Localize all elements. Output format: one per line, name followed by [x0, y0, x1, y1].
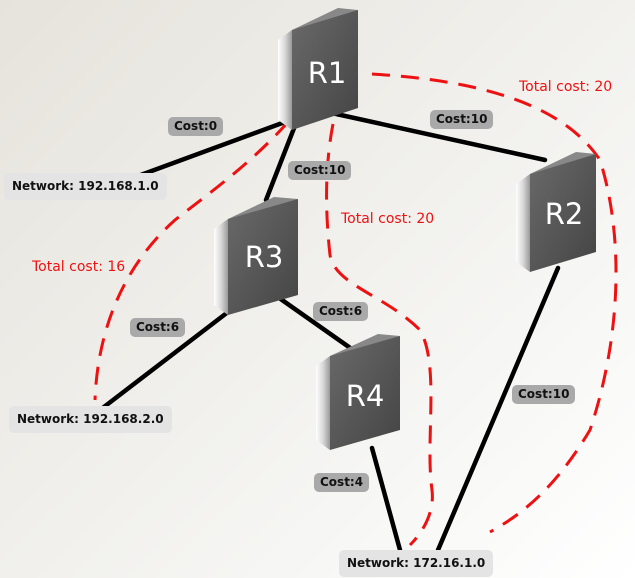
- link-r1-net1: [135, 119, 288, 179]
- router-r1: R1: [278, 8, 358, 130]
- total-cost-to-net2: Total cost: 16: [32, 259, 126, 275]
- cost-label-r4-net3: Cost:4: [314, 473, 370, 492]
- total-cost-via-r3-r4: Total cost: 20: [341, 211, 435, 227]
- path-to-net2: [93, 121, 290, 401]
- link-r1-r3: [263, 115, 301, 203]
- router-r1-label: R1: [308, 56, 347, 90]
- link-r4-net3: [369, 445, 403, 553]
- total-cost-via-r2: Total cost: 20: [519, 79, 613, 95]
- path-via-r2: [371, 72, 618, 534]
- cost-label-r2-net3: Cost:10: [512, 385, 576, 404]
- cost-label-r1-net1: Cost:0: [168, 117, 224, 136]
- cost-label-r3-r4: Cost:6: [313, 302, 369, 321]
- path-lines: [93, 72, 618, 547]
- network-label-192-168-2-0: Network: 192.168.2.0: [9, 406, 172, 433]
- cost-label-r3-net2: Cost:6: [130, 318, 186, 337]
- router-r4-label: R4: [346, 379, 385, 413]
- cost-label-r1-r2: Cost:10: [430, 110, 494, 129]
- link-r2-net3: [435, 265, 561, 553]
- router-r2-label: R2: [545, 197, 584, 231]
- network-label-172-16-1-0: Network: 172.16.1.0: [339, 550, 494, 577]
- router-r2: R2: [516, 152, 596, 272]
- cost-label-r1-r3: Cost:10: [288, 161, 352, 180]
- network-label-192-168-1-0: Network: 192.168.1.0: [4, 173, 167, 200]
- router-r4: R4: [316, 334, 400, 450]
- path-via-r3-r4: [325, 123, 434, 547]
- link-r3-net2: [97, 309, 231, 413]
- link-r1-r2: [315, 107, 548, 163]
- router-r3: R3: [214, 197, 298, 315]
- links: [97, 107, 561, 553]
- router-r3-label: R3: [245, 240, 284, 274]
